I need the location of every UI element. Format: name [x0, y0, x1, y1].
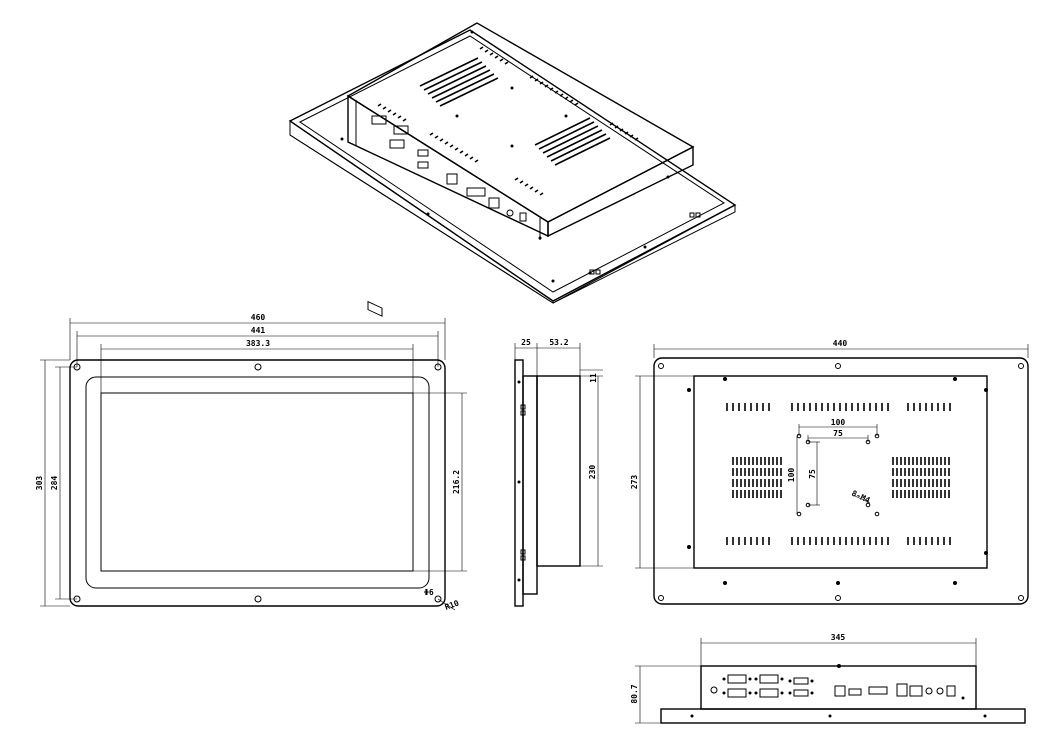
dim-bottom-depth: 80.7	[630, 684, 639, 703]
rear-view	[635, 344, 1029, 605]
dim-height-total: 303	[35, 476, 44, 491]
dim-width-inner: 441	[251, 326, 266, 335]
dim-top-offset: 11	[589, 373, 598, 383]
rear-enclosure	[693, 375, 988, 569]
dim-vesa-screw: 8-M4	[850, 489, 871, 505]
front-mounting-holes	[73, 363, 442, 603]
bottom-bezel	[660, 708, 1026, 724]
front-display-area	[100, 392, 414, 572]
iso-connectors	[367, 115, 527, 317]
dim-vesa-outer-v: 100	[787, 468, 796, 483]
dim-bezel-depth: 25	[521, 338, 531, 347]
dim-body-height: 230	[588, 465, 597, 480]
iso-enclosure-top	[346, 22, 695, 223]
rear-mounting-holes	[658, 363, 1024, 601]
dim-hole-label: Φ6	[424, 588, 434, 597]
rear-vent-rows	[726, 403, 951, 545]
front-view	[40, 318, 467, 611]
dim-height-display: 216.2	[452, 470, 461, 494]
dim-height-inner: 284	[50, 476, 59, 491]
front-opening	[85, 376, 430, 589]
dim-body-depth: 53.2	[549, 338, 568, 347]
dim-vesa-outer-h: 100	[831, 418, 846, 427]
rear-bezel-outline	[653, 357, 1029, 605]
iso-vent-slots	[377, 46, 639, 196]
bottom-enclosure	[700, 665, 977, 710]
bottom-connectors	[690, 664, 987, 718]
dim-width-display: 383.3	[246, 339, 270, 348]
bottom-view	[635, 638, 1026, 724]
isometric-view	[288, 22, 737, 317]
dim-rear-height: 273	[630, 475, 639, 490]
side-view	[514, 343, 603, 607]
dim-rear-width: 440	[833, 339, 848, 348]
dim-vesa-inner-v: 75	[808, 469, 817, 479]
iso-enclosure-side	[547, 145, 694, 238]
front-bezel-outline	[69, 359, 446, 607]
iso-vent-grid-right	[534, 117, 611, 166]
iso-enclosure-front	[347, 94, 549, 238]
dim-bottom-width: 345	[831, 633, 846, 642]
dim-vesa-inner-h: 75	[833, 429, 843, 438]
dim-radius-label: R10	[444, 598, 461, 611]
iso-vent-grid-left	[419, 57, 499, 107]
iso-bezel-plate	[288, 29, 737, 302]
dim-width-total: 460	[251, 313, 266, 322]
side-enclosure	[536, 375, 581, 567]
